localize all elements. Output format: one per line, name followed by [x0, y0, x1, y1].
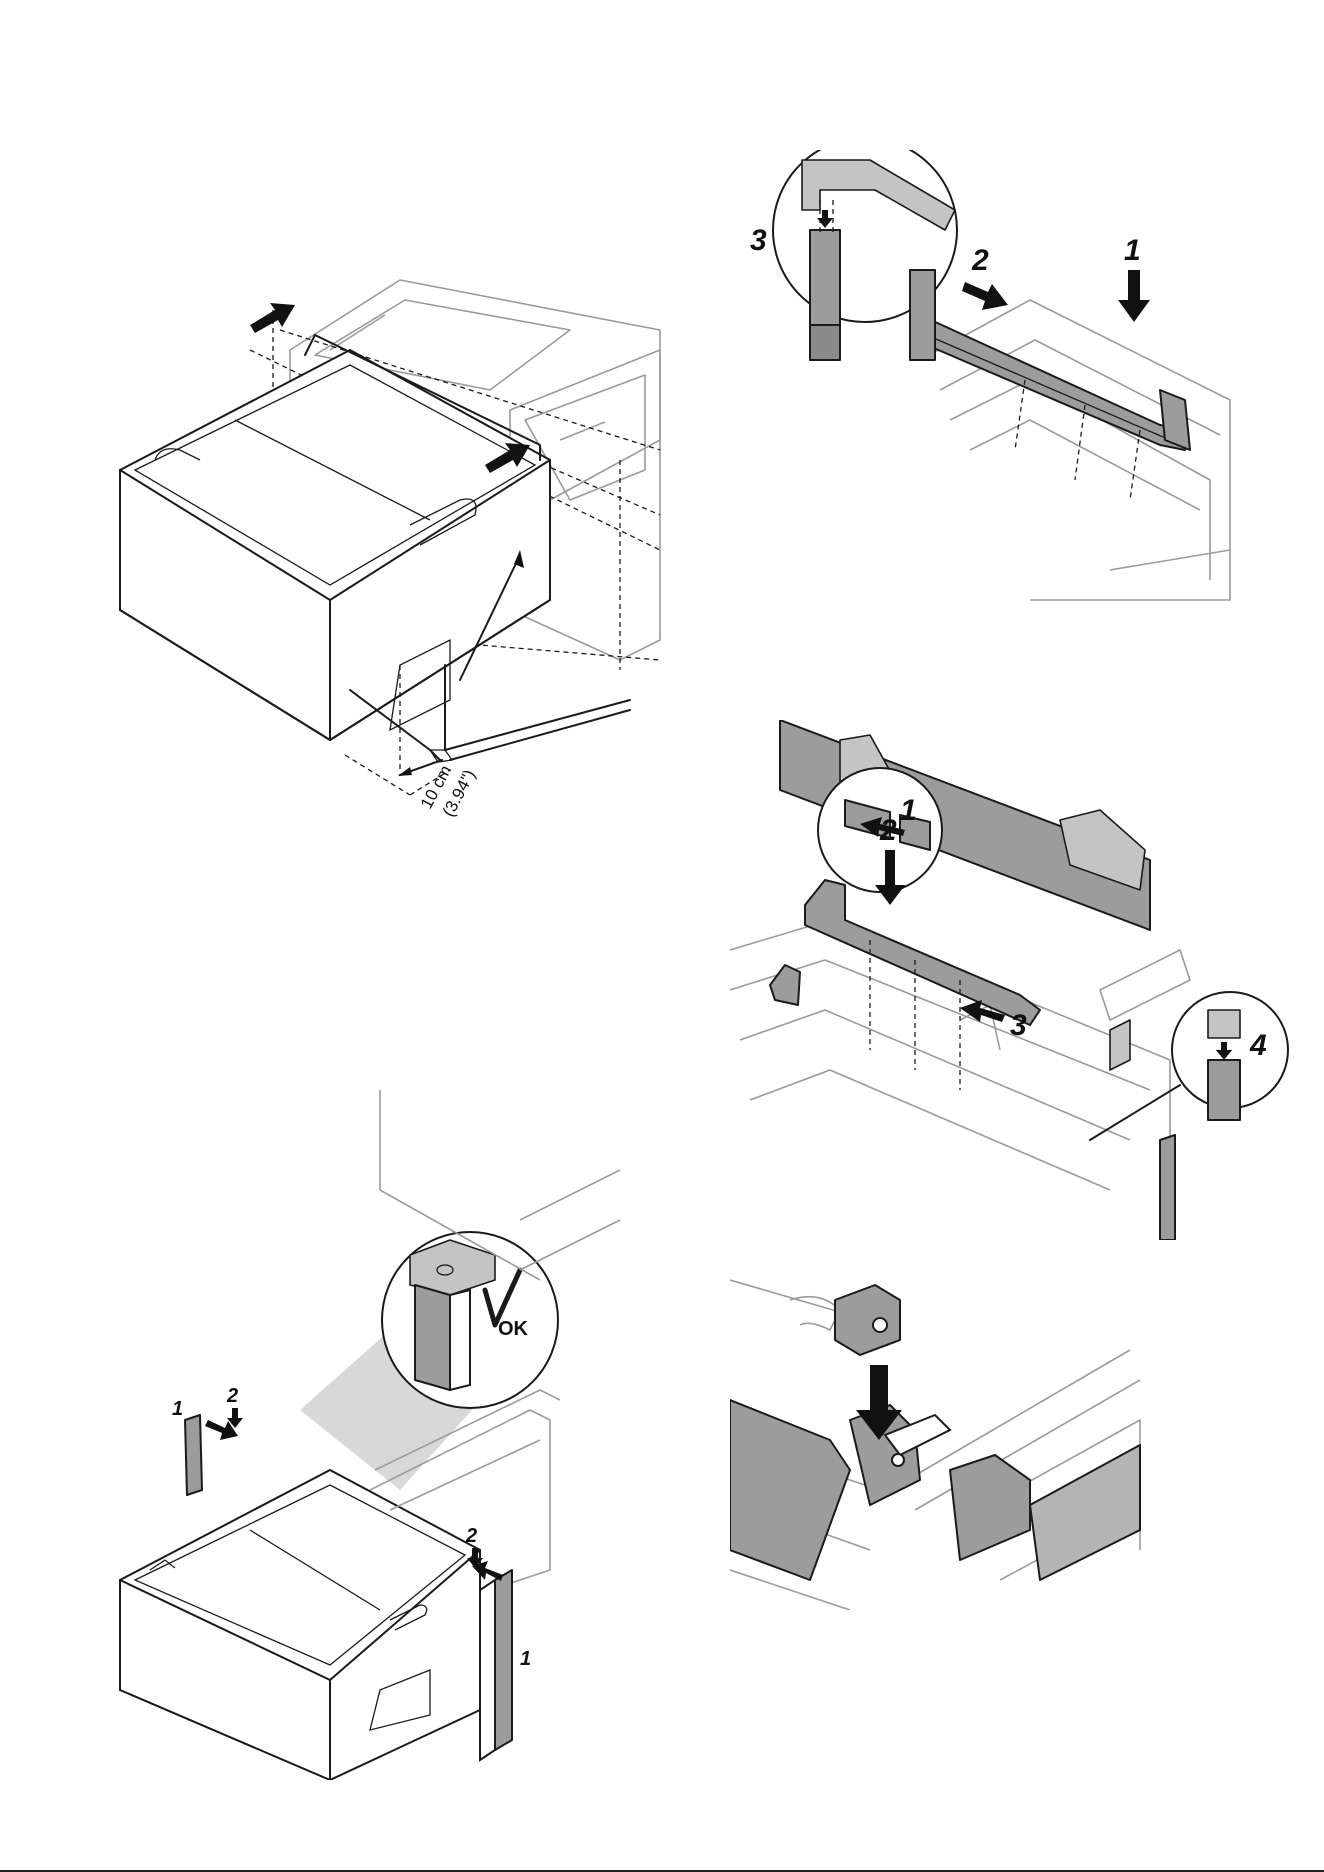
step-label-3: 3: [1010, 1009, 1027, 1042]
step-label-4: 4: [1249, 1029, 1267, 1062]
slide-arrow-2: [962, 282, 1008, 310]
post-detail-circle: [1172, 992, 1288, 1120]
main-freezer: [120, 335, 550, 740]
right-step-label-1: 1: [520, 1648, 531, 1670]
down-arrow-1: [1118, 270, 1150, 322]
step-label-3: 3: [750, 224, 767, 257]
step-label-2: 2: [879, 814, 897, 847]
end-cap-part: [835, 1285, 900, 1355]
figure-5-end-cap: [730, 1270, 1160, 1610]
figure-3-middle-rail: 1 2 3 4: [730, 720, 1290, 1240]
left-step-label-2: 2: [226, 1385, 238, 1407]
figure-1-freezer-positioning: 10 cm (3.94"): [100, 270, 670, 1010]
detail-leader-line: [1090, 1085, 1180, 1140]
left-step-label-1: 1: [172, 1398, 183, 1420]
step-label-1: 1: [900, 794, 917, 827]
figure-2-top-rail: 2 1 3: [730, 150, 1250, 610]
figure-4-corner-posts: OK 1 2 2 1: [100, 1090, 660, 1780]
ok-detail-circle: [382, 1232, 558, 1408]
step-label-2: 2: [971, 244, 989, 277]
rail-assembly: [730, 1400, 1140, 1580]
top-rail-part: [910, 315, 1190, 500]
middle-rail-part: [770, 880, 1040, 1090]
ok-label: OK: [498, 1318, 529, 1340]
step-label-1: 1: [1124, 234, 1141, 267]
main-freezer: [120, 1470, 480, 1780]
right-step-label-2: 2: [465, 1525, 477, 1547]
left-corner-post: [185, 1408, 243, 1495]
side-post-stub: [910, 270, 935, 360]
right-freezer-corner: [1100, 950, 1190, 1240]
